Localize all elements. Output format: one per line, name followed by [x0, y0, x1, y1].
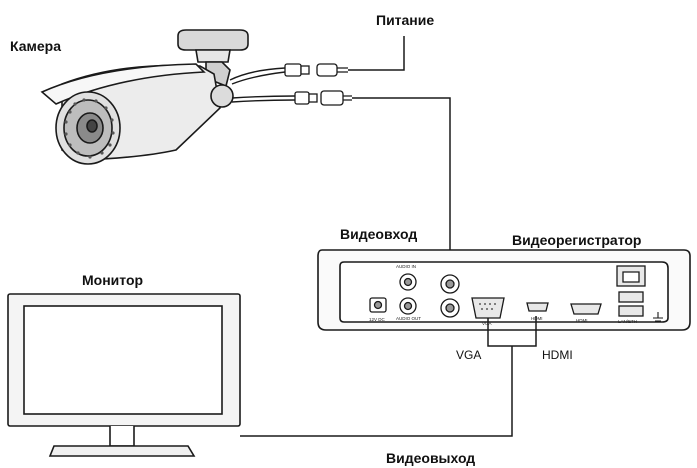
ground-icon — [653, 312, 663, 322]
monitor-label: Монитор — [82, 272, 144, 288]
camera-label: Камера — [10, 38, 61, 54]
hdmi-label: HDMI — [542, 348, 573, 362]
monitor-icon — [7, 293, 241, 457]
hdmi-port-icon — [526, 302, 549, 312]
port-caption-hdmi2: HDMI — [576, 318, 588, 323]
video-output-lines — [240, 316, 537, 437]
port-caption-lan: LAN/ETH — [618, 319, 637, 324]
vga-port-icon — [471, 297, 505, 319]
video-in-line — [352, 97, 451, 280]
vga-label: VGA — [456, 348, 482, 362]
power-line — [348, 36, 405, 71]
vga-pins — [479, 303, 496, 310]
port-caption-audio-out: AUDIO OUT — [396, 316, 421, 321]
ir-led-ring-icon — [64, 98, 115, 159]
usb-port-icon — [618, 291, 644, 303]
bnc-connector-icon — [294, 90, 352, 106]
power-connector-icon — [284, 63, 348, 77]
port-caption-power: 12V DC — [369, 317, 386, 322]
camera-cables — [229, 67, 296, 103]
power-label: Питание — [376, 12, 435, 28]
hdmi2-port-icon — [570, 303, 602, 315]
dvr-ports — [369, 265, 646, 319]
video-out-label: Видеовыход — [386, 450, 476, 466]
dvr-label: Видеорегистратор — [512, 232, 642, 248]
camera-icon — [40, 29, 249, 165]
video-in-label: Видеовход — [340, 226, 418, 242]
port-caption-audio-in: AUDIO IN — [396, 264, 416, 269]
port-caption-vga: VGA — [482, 321, 492, 326]
